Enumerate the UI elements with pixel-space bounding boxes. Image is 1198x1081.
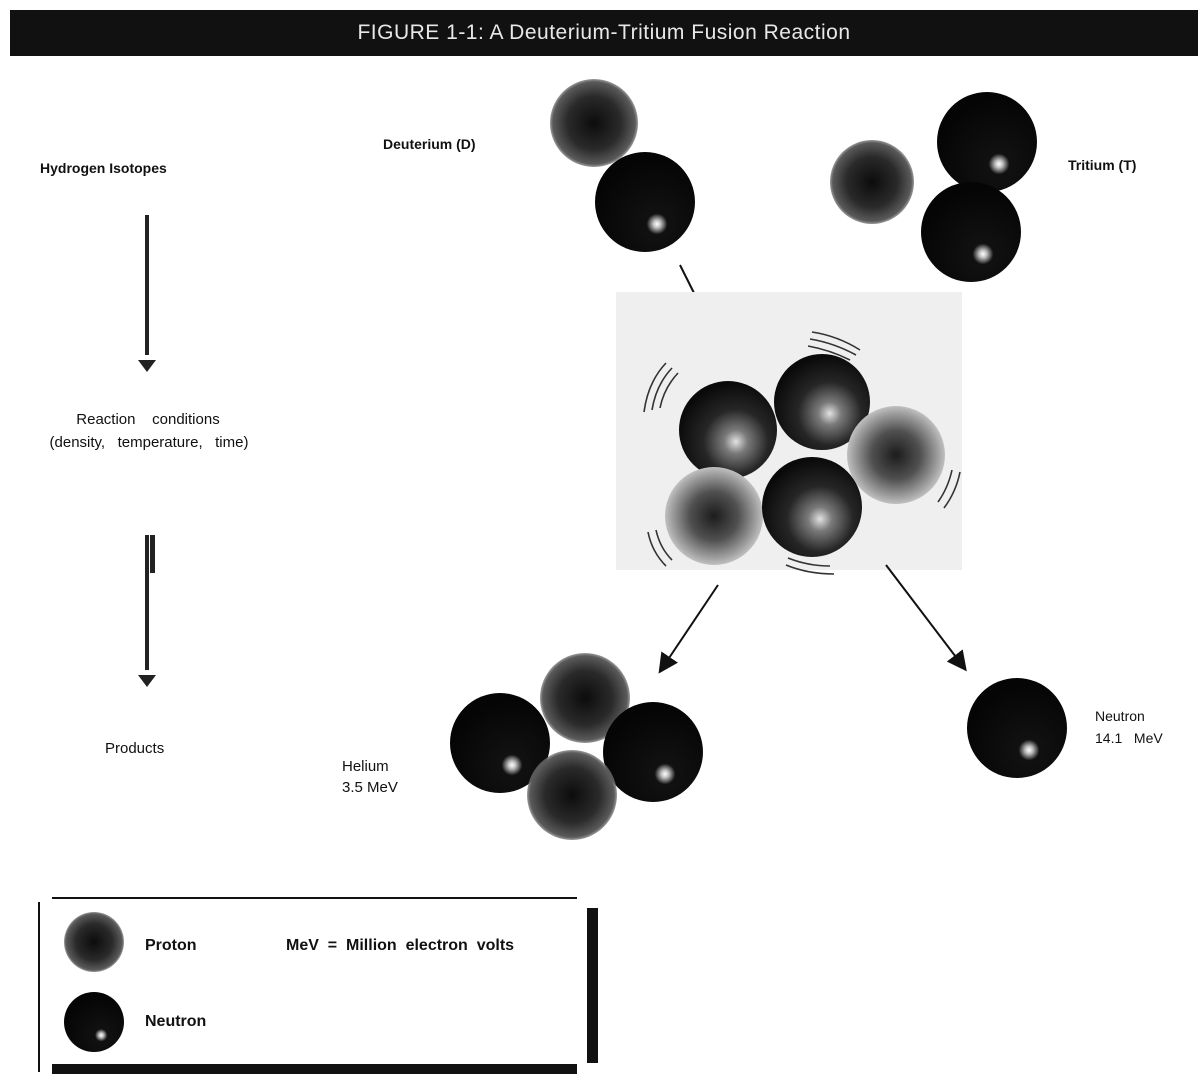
tritium-label: Tritium (T) [1068,157,1137,173]
flow-arrow-2-accent [150,535,155,573]
legend-proton-icon [64,912,124,972]
legend-neutron-icon [64,992,124,1052]
flow-arrow-2 [145,535,149,670]
tritium-proton [830,140,914,224]
fusing-nuclei [643,331,961,575]
legend-neutron-label: Neutron [145,1013,207,1030]
tritium-neutron-1 [937,92,1037,192]
legend-mev-note: MeV = Million electron volts [286,937,515,954]
legend-top-rule [52,897,577,899]
neutron-label-energy: 14.1 MeV [1095,730,1163,746]
flow-arrow-1 [145,215,149,355]
free-neutron [967,678,1067,778]
flow-step-conditions-line2: (density, temperature, time) [49,434,249,451]
tritium-neutron-2 [921,182,1021,282]
helium-neutron-left [450,693,550,793]
arrow-helium-out [658,584,719,674]
legend-bottom-bar [52,1064,577,1074]
flow-arrow-2-head [138,675,156,687]
tritium-nucleus [830,92,1037,282]
helium-label-line1: Helium [342,758,389,775]
legend-right-bar [587,908,598,1063]
vibration-marks [643,331,961,575]
helium-nucleus [450,653,703,840]
center-neutron-2 [774,354,870,450]
deuterium-proton [550,79,638,167]
flow-arrow-1-head [138,360,156,372]
legend-left-rule [38,902,40,1072]
flow-step-conditions-line1: Reaction conditions [76,411,220,428]
deuterium-neutron [595,152,695,252]
helium-proton-bottom [527,750,617,840]
center-neutron-3 [762,457,862,557]
center-neutron-1 [679,381,777,479]
deuterium-label: Deuterium (D) [383,136,476,152]
legend-proton-label: Proton [145,937,197,954]
helium-label-energy: 3.5 MeV [342,779,398,796]
flow-step-hydrogen-isotopes: Hydrogen Isotopes [40,160,167,176]
helium-neutron-right [603,702,703,802]
helium-proton-top [540,653,630,743]
flow-step-products: Products [105,740,165,757]
center-proton-1 [847,406,945,504]
center-proton-2 [665,467,763,565]
figure-title: FIGURE 1-1: A Deuterium-Tritium Fusion R… [357,21,851,44]
deuterium-nucleus [550,79,695,252]
figure-title-banner: FIGURE 1-1: A Deuterium-Tritium Fusion R… [10,10,1198,56]
arrow-neutron-out [885,564,967,672]
neutron-label-line1: Neutron [1095,708,1145,724]
